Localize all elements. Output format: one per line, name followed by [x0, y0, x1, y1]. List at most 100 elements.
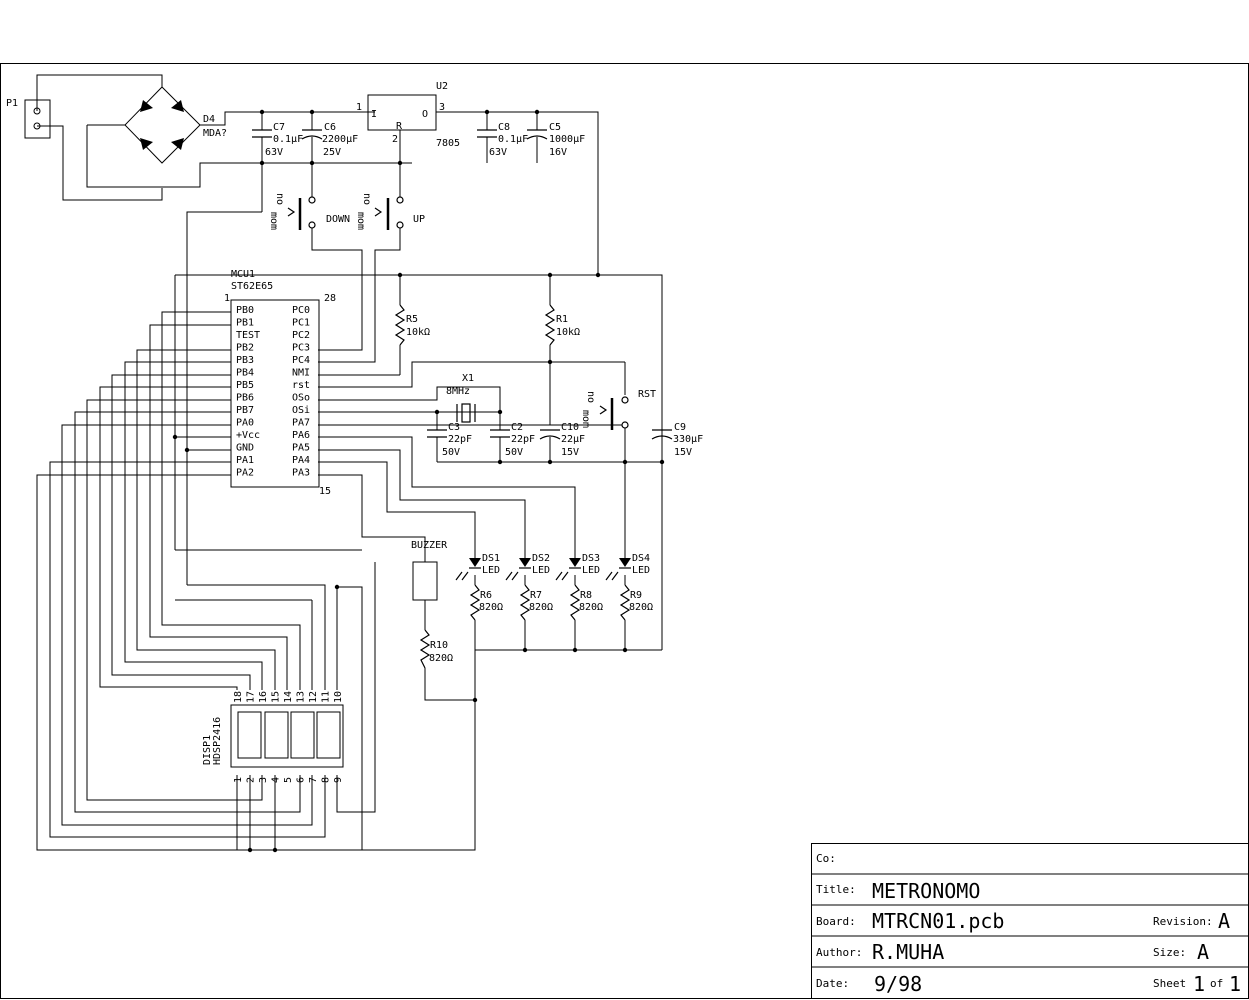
label-sw2-mom: mom	[355, 212, 366, 230]
mcu-pin-left-label: +Vcc	[236, 430, 260, 441]
mcu-pin-right-label: PA3	[292, 468, 310, 479]
label-r7-val: 820Ω	[529, 602, 553, 613]
label-sw1-mom: mom	[268, 212, 279, 230]
label-r6-val: 820Ω	[479, 602, 503, 613]
label-c7-ref: C7	[273, 122, 285, 133]
label-disp-ref: DISP1	[202, 735, 213, 765]
label-ds1-led: LED	[482, 565, 500, 576]
label-u2-pin1: 1	[356, 102, 362, 113]
display-pin-top-label: 15	[271, 691, 282, 703]
mcu-pin-left-label: PB3	[236, 355, 254, 366]
title-block-sheet-value: 1	[1193, 972, 1205, 996]
display-pin-bottom-label: 8	[321, 777, 332, 783]
label-c6-v: 25V	[323, 147, 341, 158]
title-block-of-value: 1	[1229, 972, 1241, 996]
label-ds2: DS2	[532, 553, 550, 564]
label-ds1: DS1	[482, 553, 500, 564]
display-pin-top-label: 17	[246, 691, 257, 703]
display-pin-top-label: 16	[258, 691, 269, 703]
label-c2-ref: C2	[511, 422, 523, 433]
title-block-sheet-key: Sheet	[1153, 977, 1186, 990]
label-r7-ref: R7	[530, 590, 542, 601]
label-ds3: DS3	[582, 553, 600, 564]
label-down: DOWN	[326, 214, 350, 225]
display-pin-top-label: 12	[308, 691, 319, 703]
title-block-date-key: Date:	[816, 977, 849, 990]
title-block-author-key: Author:	[816, 946, 862, 959]
label-r8-ref: R8	[580, 590, 592, 601]
mcu-pin-left-label: PA0	[236, 418, 254, 429]
display-pin-bottom-label: 5	[283, 777, 294, 783]
title-block-date-value: 9/98	[874, 972, 922, 996]
label-rst: RST	[638, 389, 656, 400]
title-block-board-value: MTRCN01.pcb	[872, 909, 1004, 933]
label-c6-ref: C6	[324, 122, 336, 133]
mcu-pin-left-label: PB1	[236, 318, 254, 329]
mcu-pin-left-label: PA2	[236, 468, 254, 479]
mcu-pin-left-label: PB5	[236, 380, 254, 391]
mcu-pin-right-label: PC0	[292, 305, 310, 316]
label-d4-ref: D4	[203, 114, 215, 125]
label-u2-o: O	[422, 109, 428, 120]
label-u2-val: 7805	[436, 138, 460, 149]
mcu-pin-right-label: PC1	[292, 318, 310, 329]
mcu-pin-right-label: PC2	[292, 330, 310, 341]
label-mcu-pin15: 15	[319, 486, 331, 497]
label-c3-v: 50V	[442, 447, 460, 458]
display-pin-top-label: 11	[321, 691, 332, 703]
display-pin-bottom-label: 1	[233, 777, 244, 783]
label-disp-val: HDSP2416	[212, 717, 223, 765]
label-r9-val: 820Ω	[629, 602, 653, 613]
label-c3-val: 22pF	[448, 434, 472, 445]
mcu-pin-right-label: rst	[292, 380, 310, 391]
label-c10-val: 22µF	[561, 434, 585, 445]
label-sw1-no: no	[274, 193, 285, 205]
label-c9-val: 330µF	[673, 434, 703, 445]
display-pin-top-label: 13	[296, 691, 307, 703]
label-c8-ref: C8	[498, 122, 510, 133]
title-block-board-key: Board:	[816, 915, 856, 928]
title-block-title-key: Title:	[816, 883, 856, 896]
title-block-company-key: Co:	[816, 852, 836, 865]
display-pin-bottom-label: 3	[258, 777, 269, 783]
label-c9-v: 15V	[674, 447, 692, 458]
label-c8-v: 63V	[489, 147, 507, 158]
label-d4-val: MDA?	[203, 128, 227, 139]
mcu-pin-left-label: PB0	[236, 305, 254, 316]
title-block-size-key: Size:	[1153, 946, 1186, 959]
label-r8-val: 820Ω	[579, 602, 603, 613]
label-ds3-led: LED	[582, 565, 600, 576]
mcu-pin-left-label: PA1	[236, 455, 254, 466]
mcu-pin-right-label: PA4	[292, 455, 310, 466]
display-pin-bottom-label: 9	[333, 777, 344, 783]
label-r6-ref: R6	[480, 590, 492, 601]
display-pin-top-label: 14	[283, 691, 294, 703]
label-u2-i: I	[371, 109, 377, 120]
label-sw2-no: no	[361, 193, 372, 205]
display-hdsp2416	[230, 704, 344, 768]
label-up: UP	[413, 214, 425, 225]
label-u2-ref: U2	[436, 81, 448, 92]
label-r1-val: 10kΩ	[556, 327, 580, 338]
label-c6-val: 2200µF	[322, 134, 358, 145]
buzzer	[412, 561, 438, 601]
mcu-pin-right-label: PA5	[292, 443, 310, 454]
label-c7-val: 0.1µF	[273, 134, 303, 145]
display-pin-bottom-label: 6	[296, 777, 307, 783]
label-c2-val: 22pF	[511, 434, 535, 445]
mcu-pin-left-label: PB2	[236, 343, 254, 354]
display-pin-bottom-label: 7	[308, 777, 319, 783]
title-block-title-value: METRONOMO	[872, 879, 980, 903]
label-c5-v: 16V	[549, 147, 567, 158]
label-r10-ref: R10	[430, 640, 448, 651]
mcu-pin-right-label: OSo	[292, 393, 310, 404]
mcu-st62e65	[230, 299, 320, 488]
label-r1-ref: R1	[556, 314, 568, 325]
label-c9-ref: C9	[674, 422, 686, 433]
label-u2-pin2: 2	[392, 134, 398, 145]
mcu-pin-right-label: PC3	[292, 343, 310, 354]
mcu-pin-right-label: PC4	[292, 355, 310, 366]
label-ds4-led: LED	[632, 565, 650, 576]
label-u2-pin3: 3	[439, 102, 445, 113]
